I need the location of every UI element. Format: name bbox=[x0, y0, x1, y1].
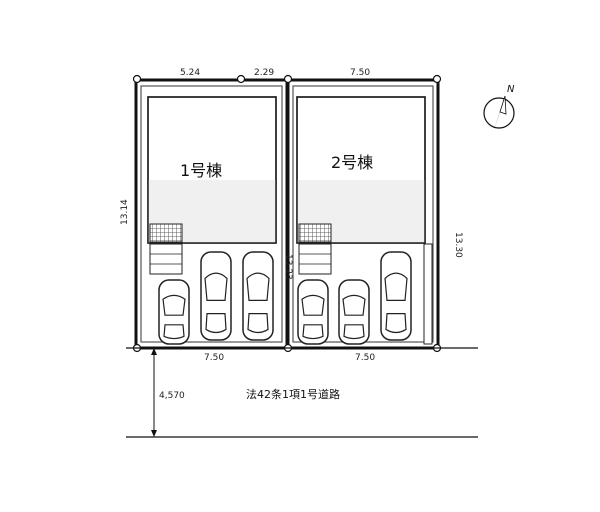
building-2-label: 2号棟 bbox=[331, 153, 373, 172]
entry-grid-1 bbox=[149, 223, 183, 243]
dim-inner-side: 13.23 bbox=[283, 254, 293, 280]
road-label: 法42条1項1号道路 bbox=[246, 387, 340, 401]
entry-steps-1 bbox=[149, 243, 183, 275]
dim-top-right: 7.50 bbox=[350, 68, 370, 78]
car-icon bbox=[297, 279, 329, 345]
car-icon bbox=[338, 279, 370, 345]
dim-top-mid: 2.29 bbox=[254, 68, 274, 78]
building-1-label: 1号棟 bbox=[180, 161, 222, 180]
north-compass-icon bbox=[483, 95, 515, 130]
car-icon bbox=[200, 251, 232, 341]
compass-north-label: N bbox=[507, 84, 515, 95]
car-icon bbox=[158, 279, 190, 345]
dim-right-side: 13.30 bbox=[453, 232, 463, 258]
parking-cars bbox=[158, 251, 412, 345]
entry-steps-2 bbox=[298, 243, 332, 275]
car-icon bbox=[242, 251, 274, 341]
dim-bottom-right: 7.50 bbox=[355, 353, 375, 363]
car-icon bbox=[380, 251, 412, 341]
dim-road-width: 4,570 bbox=[159, 391, 185, 401]
dim-bottom-left: 7.50 bbox=[204, 353, 224, 363]
entry-grid-2 bbox=[298, 223, 332, 243]
dim-top-left: 5.24 bbox=[180, 68, 200, 78]
dim-left-side: 13.14 bbox=[120, 199, 130, 225]
